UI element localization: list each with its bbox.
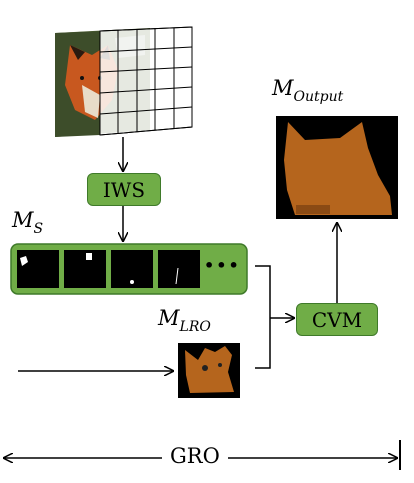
- cvm-block: CVM: [296, 303, 378, 336]
- moutput-label: MOutput: [272, 76, 344, 105]
- merge-connector: [255, 265, 294, 369]
- iws-label: IWS: [102, 177, 146, 202]
- segment-mask-list: [17, 250, 200, 288]
- gro-label: GRO: [162, 444, 228, 468]
- segment-mask: [158, 250, 200, 288]
- lro-mask: [178, 343, 240, 398]
- ms-label: MS: [12, 208, 44, 237]
- segment-mask: [17, 250, 59, 288]
- segment-mask: [64, 250, 106, 288]
- grid-overlay: [99, 26, 193, 136]
- output-mask: [276, 116, 398, 219]
- ms-ellipsis: •••: [204, 256, 241, 275]
- cvm-label: CVM: [311, 307, 363, 332]
- mlro-label: MLRO: [158, 306, 211, 335]
- iws-block: IWS: [87, 173, 161, 206]
